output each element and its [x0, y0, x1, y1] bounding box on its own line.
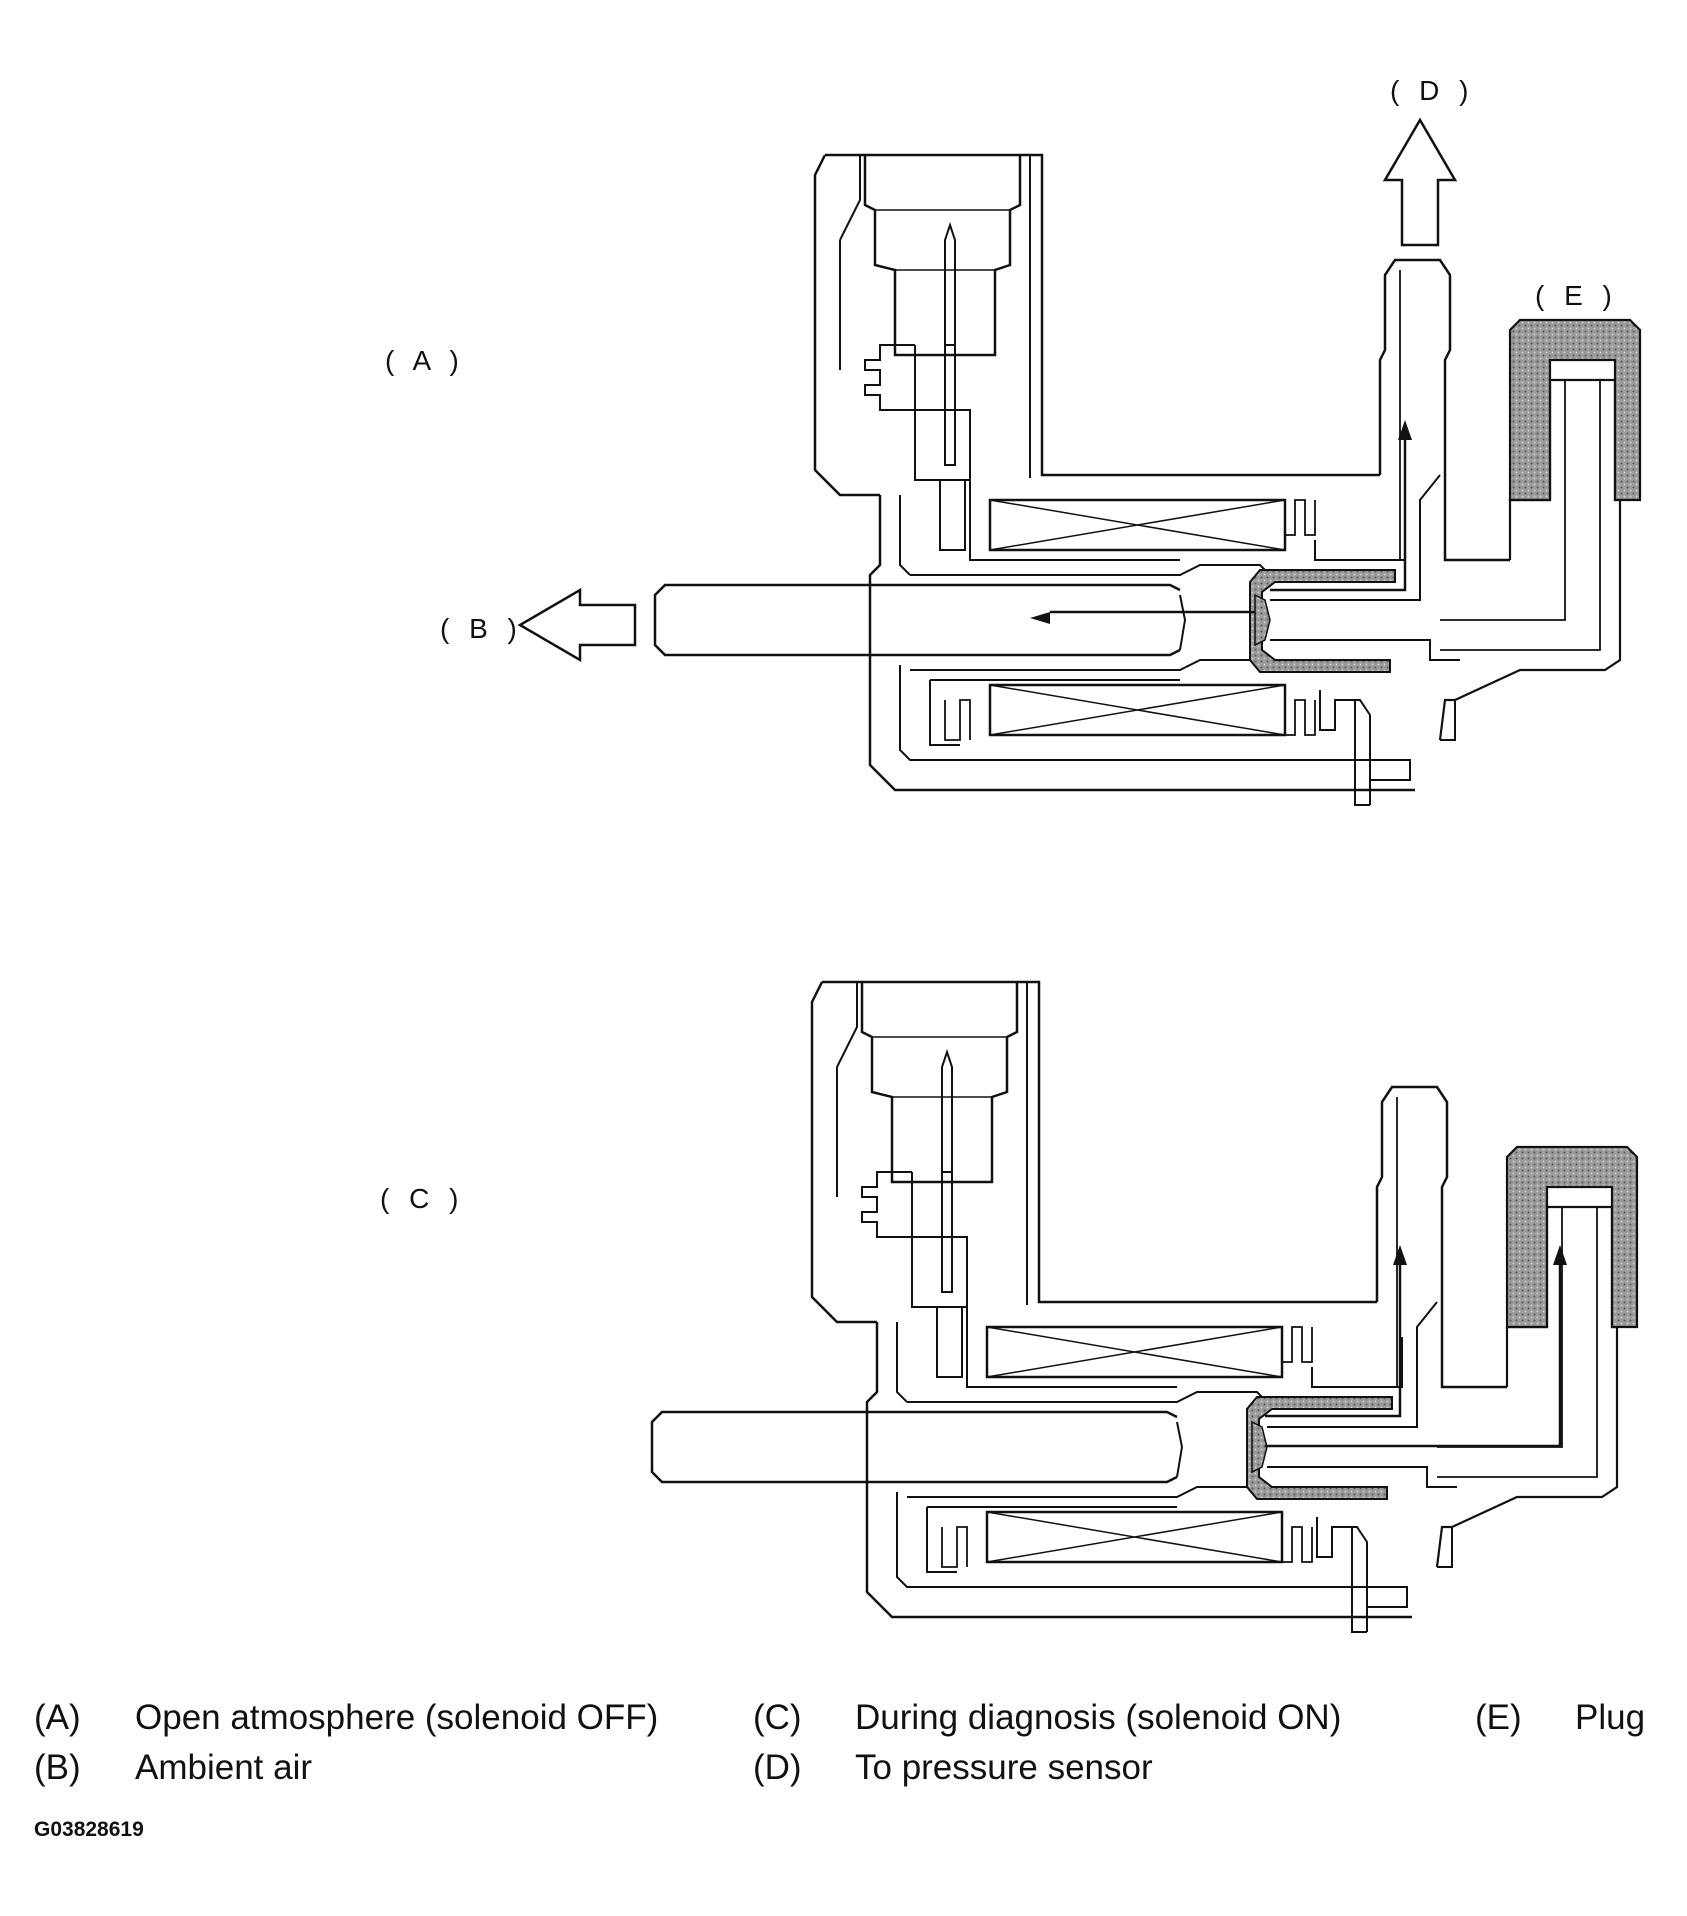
callout-d: ( D ) [1390, 75, 1474, 106]
callout-e: ( E ) [1535, 280, 1618, 311]
valve-diagram-diagnosis [650, 980, 1639, 1634]
outflow-arrow-d [1382, 117, 1458, 247]
outflow-arrow-b [517, 587, 637, 663]
valve-diagram-open [517, 117, 1642, 807]
callout-c: ( C ) [380, 1183, 464, 1214]
callout-a: ( A ) [385, 345, 465, 376]
callout-b: ( B ) [440, 613, 523, 644]
